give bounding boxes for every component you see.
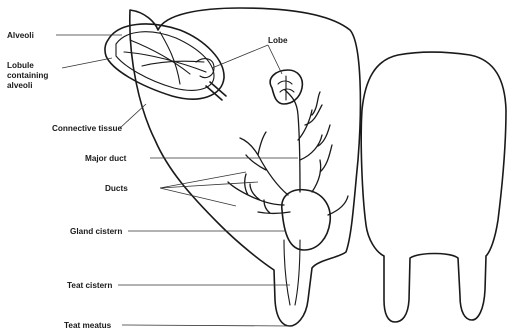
label-connective-tissue: Connective tissue [52,124,123,133]
udder-outline [130,8,361,326]
label-major-duct: Major duct [85,154,127,163]
label-teat-meatus: Teat meatus [64,321,112,330]
label-alveoli: Alveoli [7,31,34,40]
gland-cistern [282,190,330,250]
label-lobule-line3: alveoli [7,81,33,90]
label-lobule-line1: Lobule [7,61,34,70]
teat-cistern-inner [284,240,300,305]
label-lobule-line2: containing [7,71,48,80]
lobe [270,70,302,104]
label-teat-cistern: Teat cistern [67,281,112,290]
label-lobe: Lobe [268,36,288,45]
udder-outline-right [361,52,506,322]
label-gland-cistern: Gland cistern [70,227,122,236]
duct-tree [228,90,348,215]
label-ducts: Ducts [105,184,128,193]
lobule-enlargement [105,24,226,100]
